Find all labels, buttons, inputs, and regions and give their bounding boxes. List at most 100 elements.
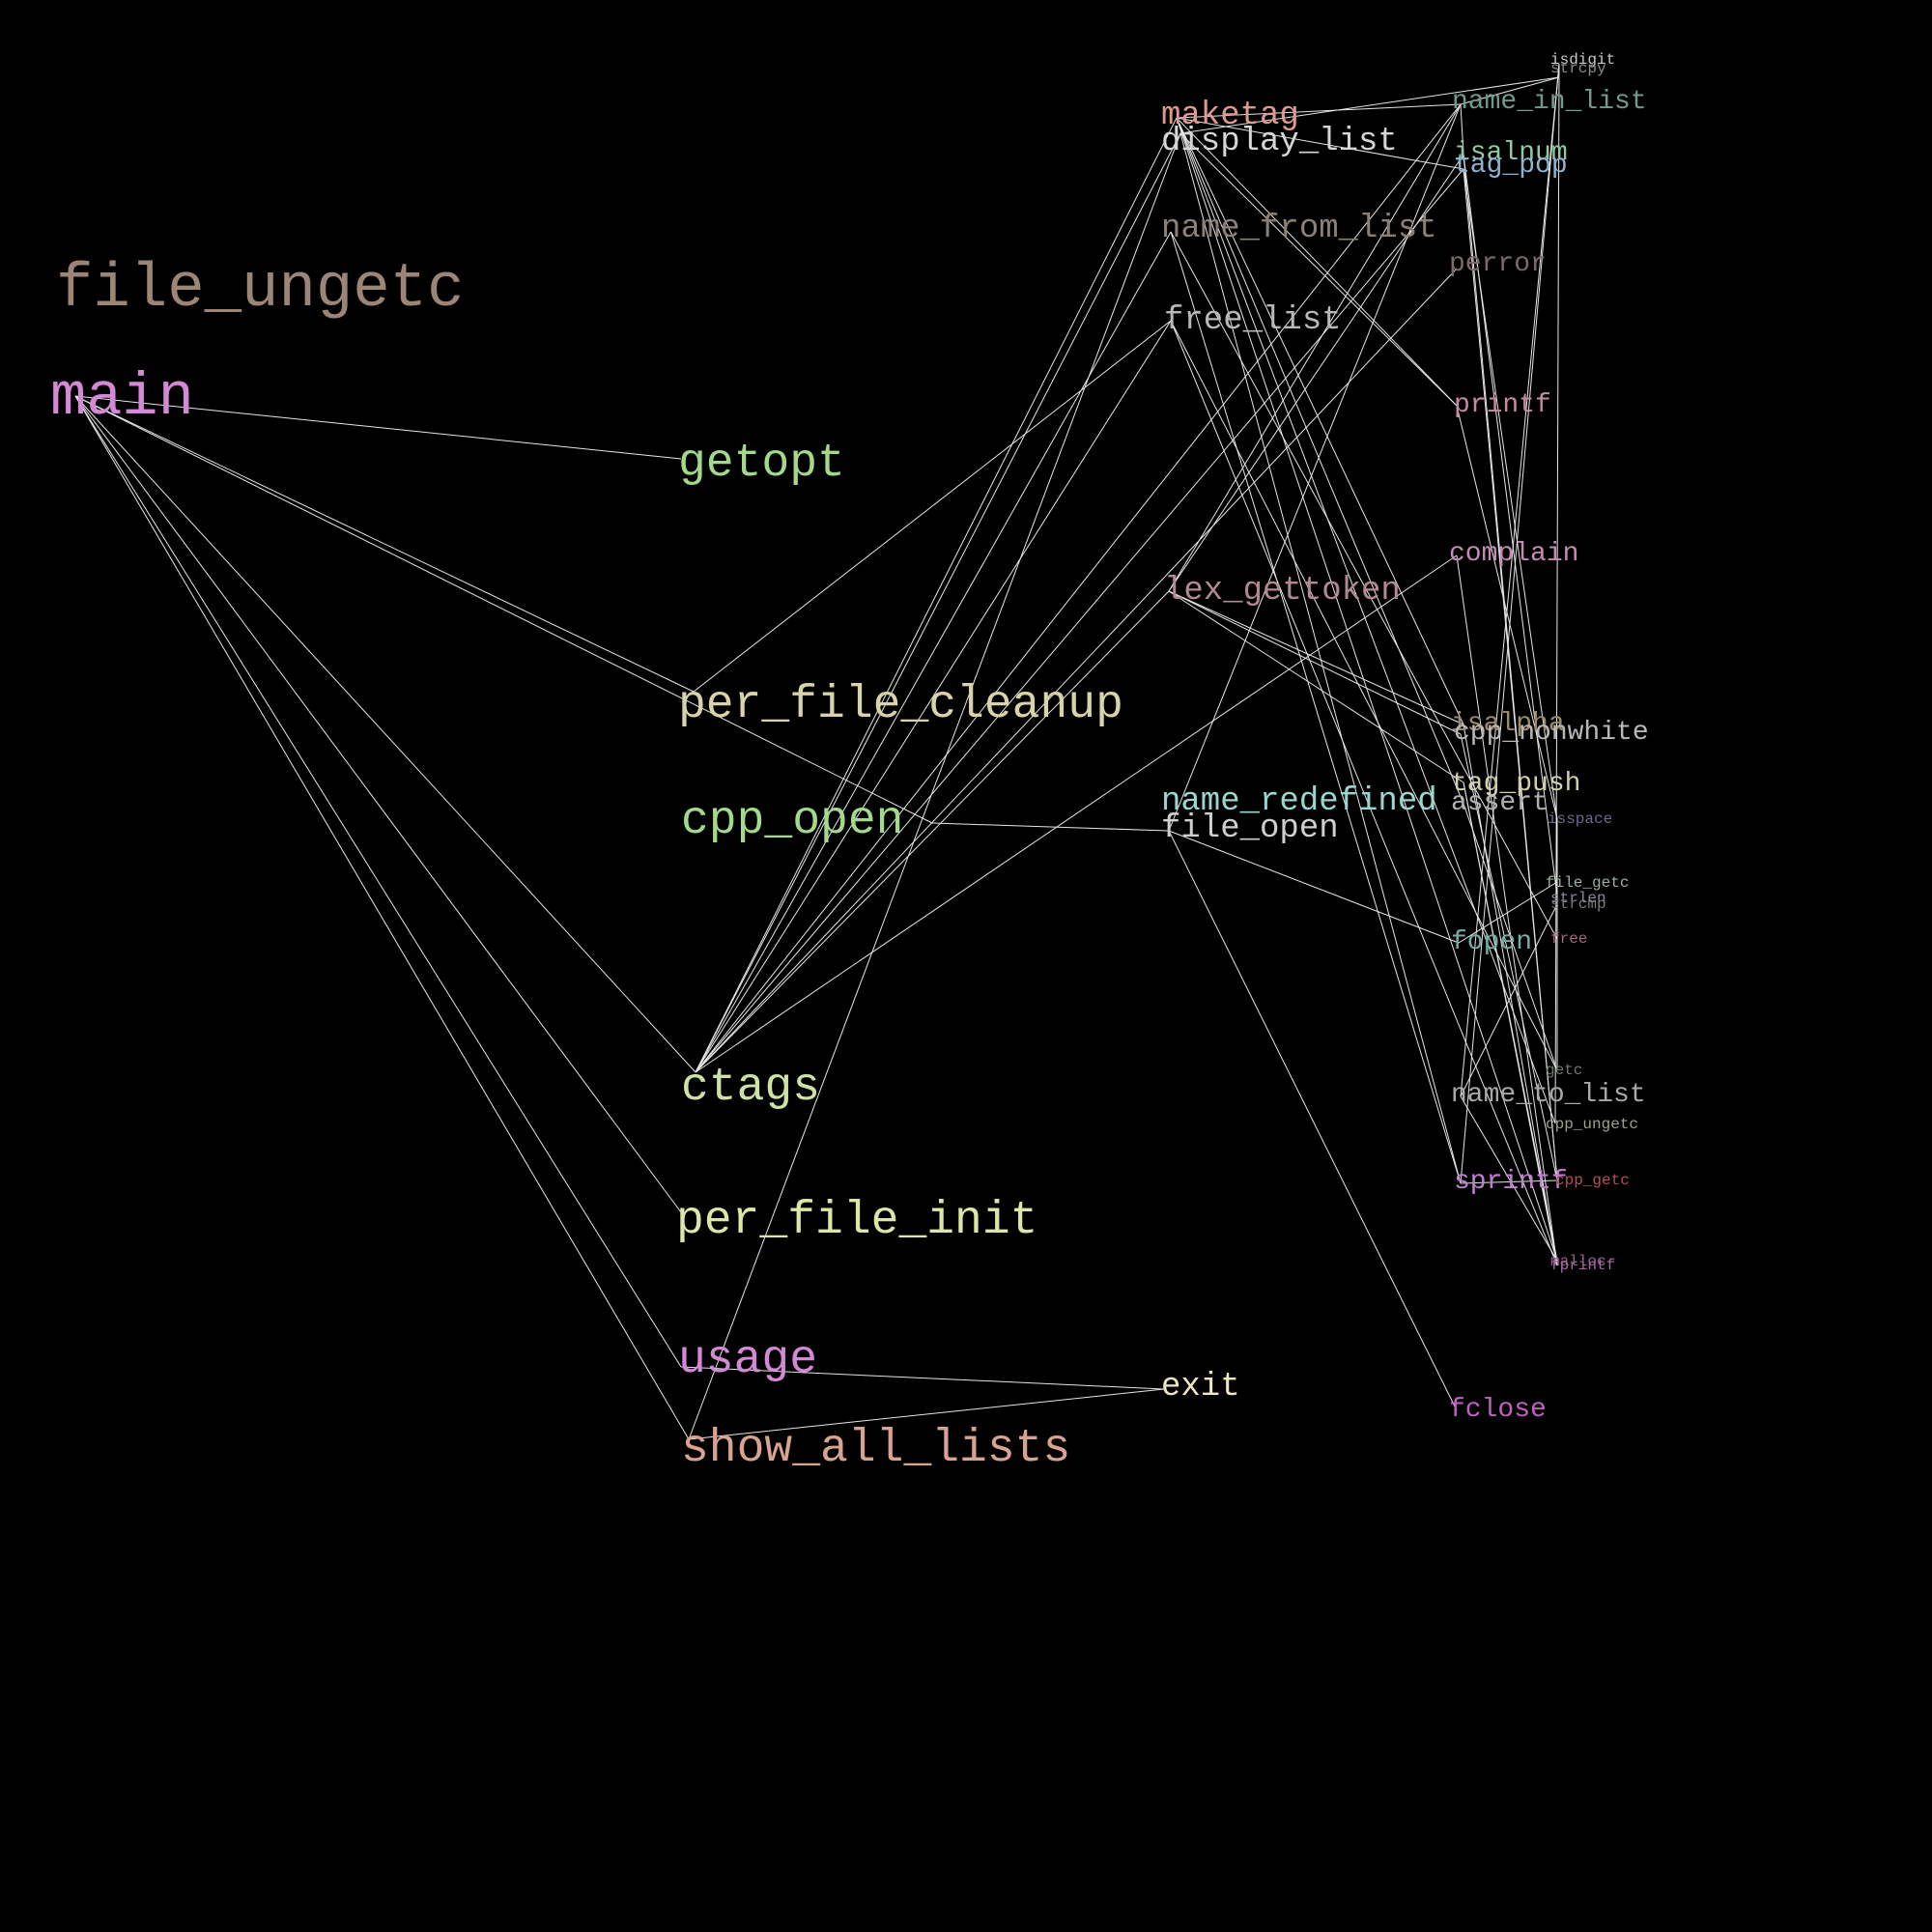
node-getc: getc	[1546, 1062, 1582, 1079]
node-per-file-init: per_file_init	[676, 1195, 1037, 1247]
node-main: main	[50, 363, 194, 432]
edge-main-to-ctags	[74, 395, 696, 1073]
node-isalpha: isalpha	[1451, 709, 1565, 739]
edge-cpp_nonwhite-to-cpp_getc	[1460, 733, 1558, 1181]
edge-ctags-to-name_in_list	[695, 103, 1462, 1073]
edge-ctags-to-maketag	[695, 117, 1178, 1073]
node-lex-gettoken: lex_gettoken	[1164, 573, 1401, 610]
edge-file_open-to-name_in_list	[1168, 103, 1462, 832]
edge-file_open-to-fclose	[1168, 830, 1458, 1411]
node-getopt: getopt	[678, 438, 845, 490]
node-cpp-open: cpp_open	[681, 795, 903, 847]
edge-complain-to-fprintf	[1456, 554, 1558, 1266]
node-free-list: free_list	[1164, 302, 1342, 339]
node-printf: printf	[1454, 390, 1551, 420]
edge-ctags-to-lex_gettoken	[695, 590, 1170, 1073]
edge-display_list-to-sprintf	[1179, 132, 1462, 1184]
edge-name_to_list-to-malloc	[1460, 1095, 1558, 1262]
edge-show_all_lists-to-exit	[688, 1388, 1165, 1440]
edge-name_to_list-to-strcmp	[1460, 903, 1558, 1097]
node-strlen: strlen	[1550, 890, 1606, 907]
edge-maketag-to-name_in_list	[1176, 103, 1462, 119]
edge-assert-to-getc	[1463, 803, 1558, 1071]
edge-main-to-cpp_open	[74, 395, 933, 824]
node-strcpy: strcpy	[1550, 60, 1606, 77]
node-file-getc: file_getc	[1546, 874, 1629, 892]
node-sprintf: sprintf	[1454, 1167, 1568, 1197]
edge-isdigit-to-cpp_ungetc	[1554, 63, 1560, 1124]
edge-display_list-to-strcpy	[1179, 76, 1560, 134]
edge-tag_push-to-fprintf	[1463, 781, 1558, 1266]
node-tag-pop: tag_pop	[1454, 151, 1568, 181]
node-strcmp: strcmp	[1550, 895, 1606, 913]
node-show-all-lists: show_all_lists	[681, 1423, 1070, 1475]
node-fprintf: fprintf	[1550, 1257, 1615, 1274]
edge-show_all_lists-to-display_list	[688, 132, 1181, 1440]
node-malloc: malloc	[1550, 1253, 1606, 1270]
edge-per_file_cleanup-to-free_list	[693, 320, 1172, 693]
node-cpp-ungetc: cpp_ungetc	[1546, 1116, 1638, 1133]
edge-ctags-to-perror	[695, 268, 1458, 1073]
edge-maketag-to-isalpha	[1176, 117, 1464, 725]
node-maketag: maketag	[1161, 98, 1299, 134]
edge-free_list-to-getc	[1170, 320, 1558, 1071]
edge-ctags-to-name_from_list	[695, 231, 1172, 1073]
node-complain: complain	[1449, 539, 1578, 569]
edge-tag_pop-to-cpp_getc	[1463, 168, 1558, 1181]
node-fopen: fopen	[1451, 927, 1532, 957]
node-per-file-cleanup: per_file_cleanup	[678, 679, 1123, 731]
node-exit: exit	[1161, 1369, 1240, 1406]
edge-main-to-per_file_cleanup	[74, 395, 695, 693]
node-ctags: ctags	[681, 1062, 820, 1114]
node-perror: perror	[1449, 249, 1547, 279]
edge-free_list-to-fprintf	[1170, 320, 1558, 1266]
edge-layer	[74, 63, 1560, 1440]
node-isspace: isspace	[1548, 810, 1612, 828]
edge-name_in_list-to-isalnum	[1460, 103, 1464, 156]
edge-display_list-to-printf	[1179, 132, 1458, 407]
edge-maketag-to-malloc	[1176, 117, 1558, 1262]
node-usage: usage	[678, 1334, 817, 1386]
edge-main-to-getopt	[74, 395, 682, 460]
node-isdigit: isdigit	[1550, 51, 1615, 69]
edge-tag_pop-to-isspace	[1463, 168, 1558, 820]
edge-name_to_list-to-isdigit	[1460, 63, 1560, 1097]
edge-lex_gettoken-to-isalnum	[1168, 154, 1464, 592]
edge-main-to-show_all_lists	[74, 395, 690, 1440]
node-fclose: fclose	[1449, 1395, 1547, 1425]
node-tag-push: tag_push	[1451, 769, 1580, 799]
edge-cpp_open-to-file_open	[931, 822, 1170, 832]
edge-lex_gettoken-to-isalpha	[1168, 590, 1464, 725]
edge-usage-to-exit	[680, 1366, 1165, 1390]
edge-maketag-to-printf	[1176, 117, 1458, 407]
node-assert: assert	[1451, 788, 1548, 818]
node-name-from-list: name_from_list	[1161, 211, 1437, 247]
edge-main-to-per_file_init	[74, 395, 682, 1213]
edge-lex_gettoken-to-tag_push	[1168, 590, 1464, 783]
edge-ctags-to-display_list	[695, 132, 1181, 1073]
edge-lex_gettoken-to-cpp_nonwhite	[1168, 590, 1462, 735]
edge-name_in_list-to-strcpy	[1460, 76, 1560, 105]
edge-fopen-to-file_getc	[1458, 881, 1558, 944]
edge-name_from_list-to-sprintf	[1170, 231, 1462, 1184]
node-file-open: file_open	[1161, 810, 1339, 847]
edge-sprintf-to-isdigit	[1460, 63, 1560, 1184]
node-isalnum: isalnum	[1454, 138, 1568, 168]
edge-file_open-to-fopen	[1168, 830, 1460, 944]
edge-main-to-usage	[74, 395, 682, 1368]
node-name-in-list: name_in_list	[1452, 87, 1647, 117]
node-free: free	[1550, 930, 1587, 948]
node-name-redefined: name_redefined	[1161, 783, 1437, 820]
node-name-to-list: name_to_list	[1451, 1080, 1646, 1110]
node-file-ungetc: file_ungetc	[56, 255, 464, 325]
node-display-list: display_list	[1161, 124, 1398, 160]
node-cpp-getc: cpp_getc	[1555, 1172, 1630, 1189]
node-cpp-nonwhite: cpp_nonwhite	[1454, 718, 1649, 748]
edge-maketag-to-assert	[1176, 117, 1464, 805]
edge-isalpha-to-fprintf	[1463, 724, 1558, 1266]
edge-ctags-to-tag_pop	[695, 168, 1464, 1073]
edge-ctags-to-complain	[695, 554, 1458, 1073]
